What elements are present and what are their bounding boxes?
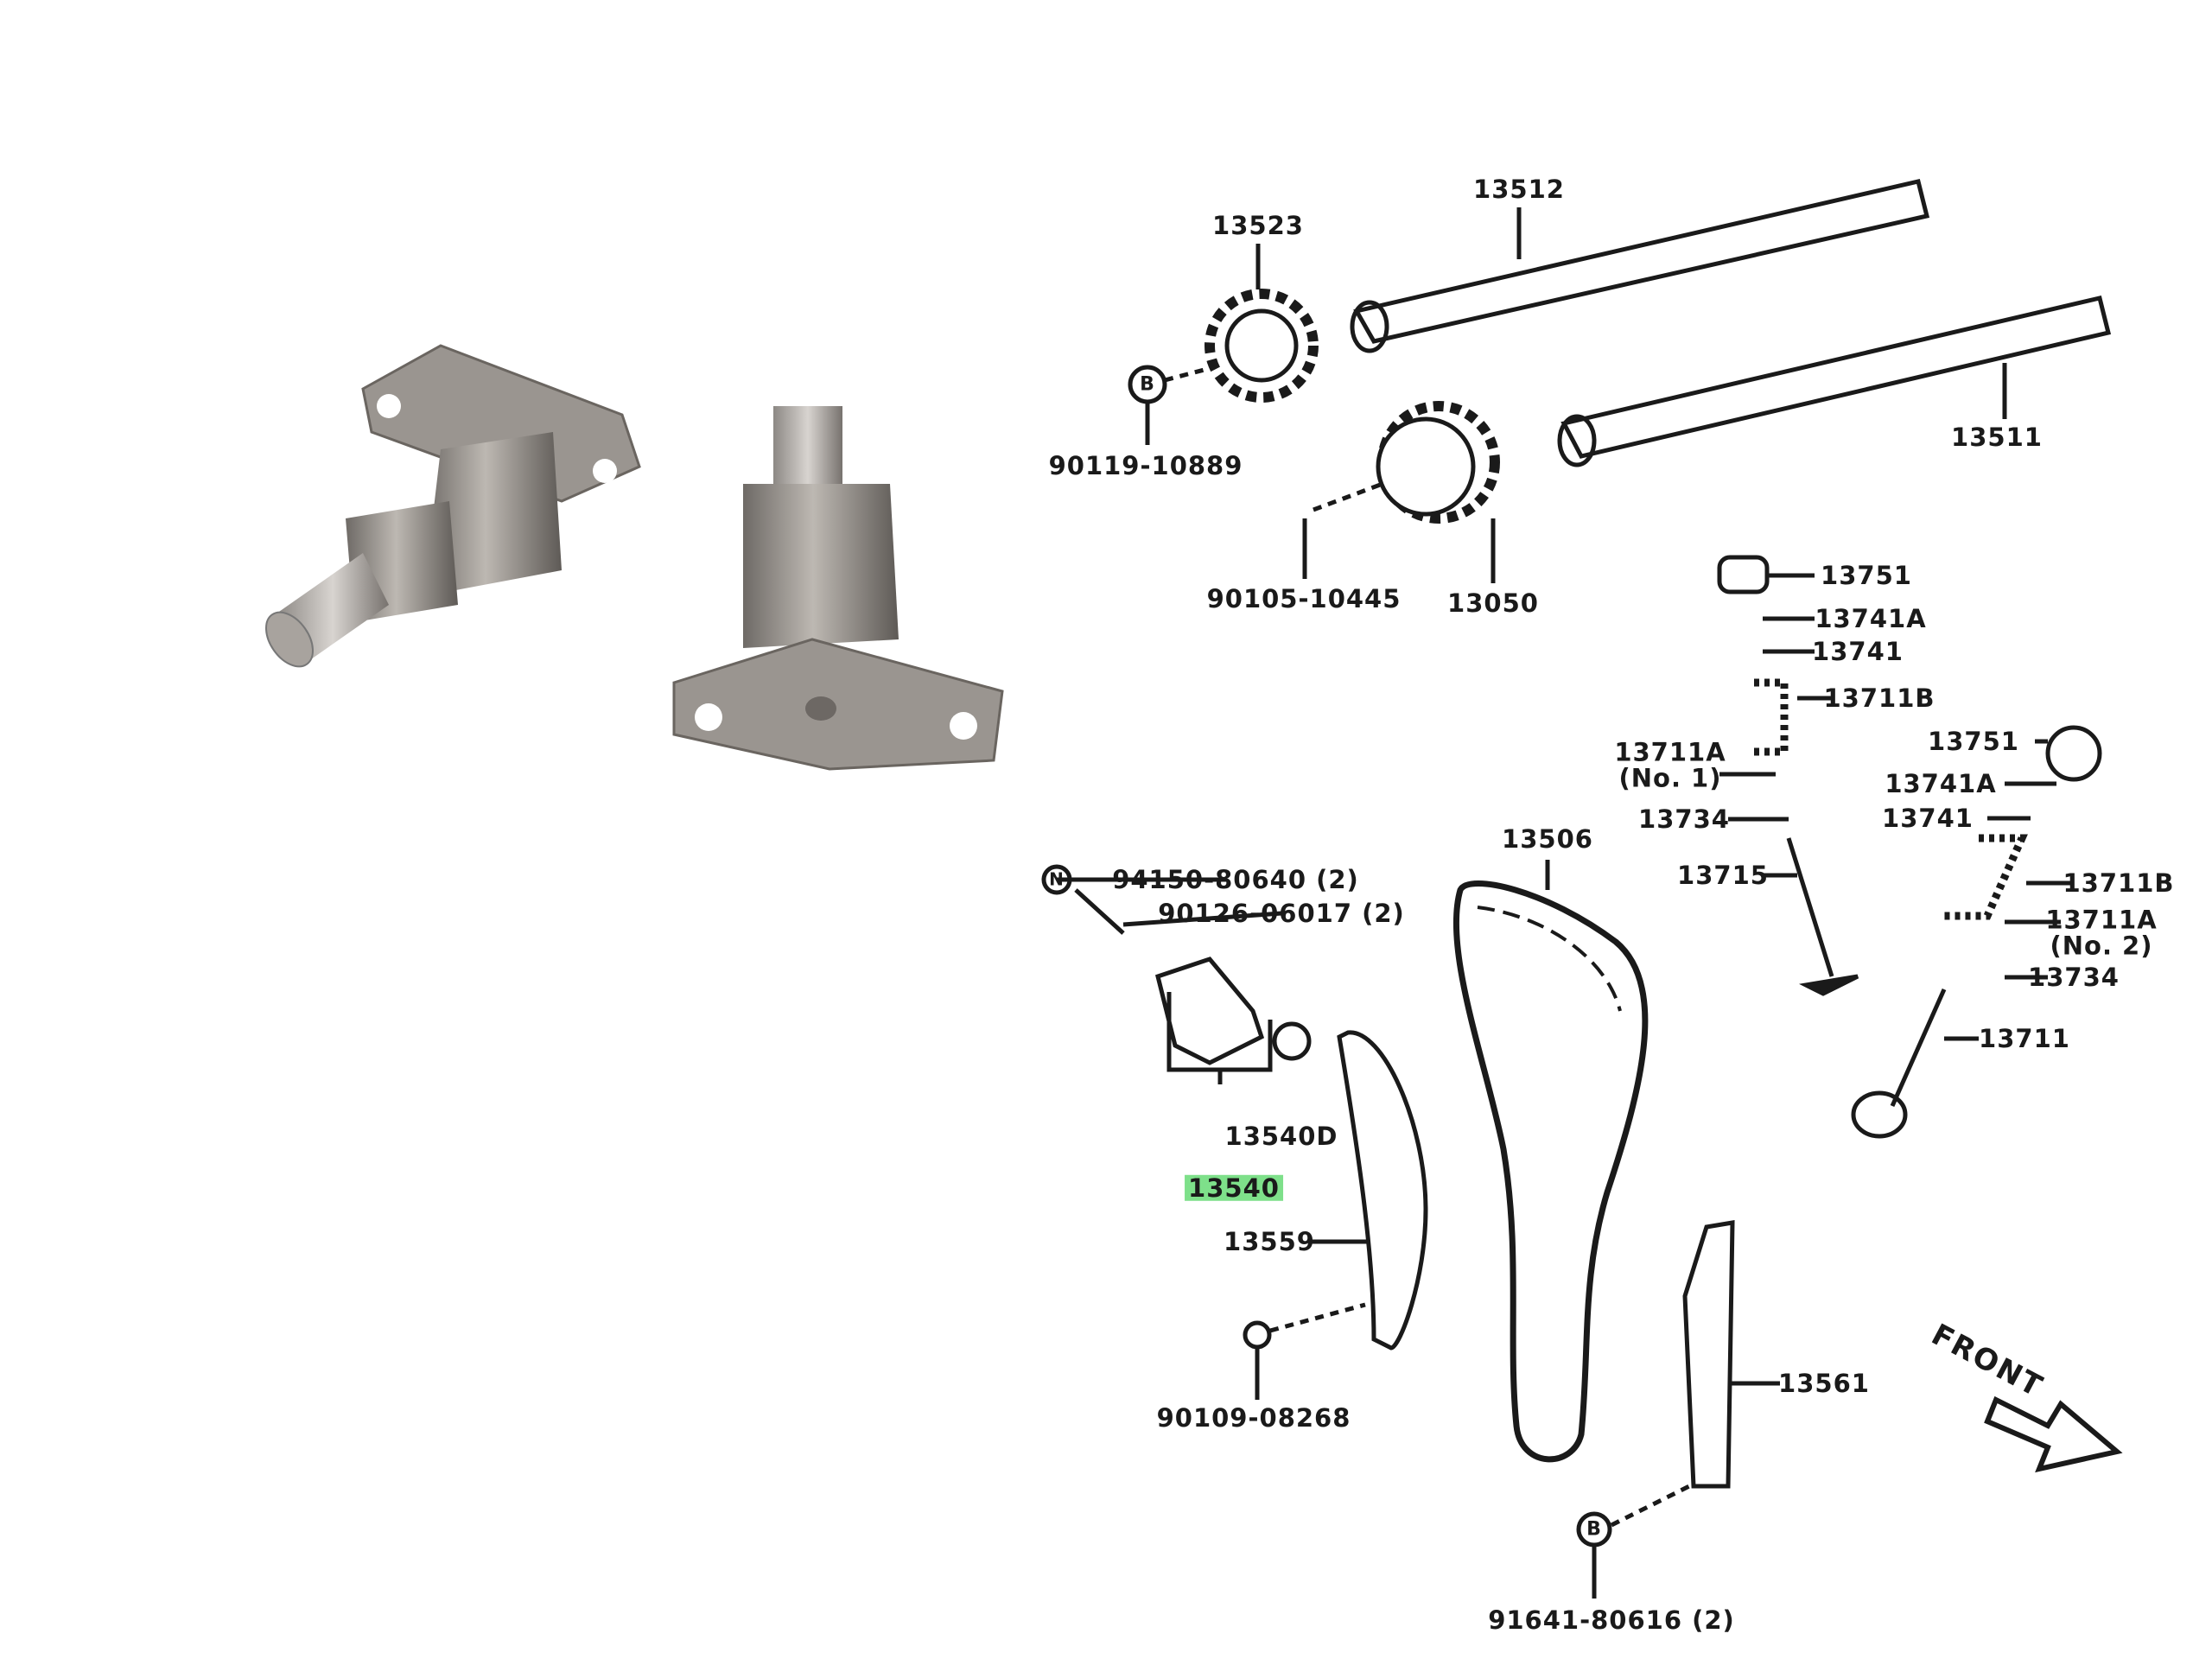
part-label-90126-06017[interactable]: 90126-06017 (2) xyxy=(1158,898,1405,928)
timing-chain-drawing xyxy=(1452,860,1649,1463)
part-label-90105-10445[interactable]: 90105-10445 xyxy=(1206,583,1402,613)
part-label-13751-left[interactable]: 13751 xyxy=(1821,560,1912,590)
damper-drawing xyxy=(1576,1220,1780,1599)
part-label-13523[interactable]: 13523 xyxy=(1212,210,1304,240)
part-label-13561[interactable]: 13561 xyxy=(1778,1368,1870,1398)
valve-train-left-drawing xyxy=(1717,555,1859,996)
part-label-13741a-left[interactable]: 13741A xyxy=(1815,603,1927,633)
part-label-13734-right[interactable]: 13734 xyxy=(2028,962,2120,992)
part-label-13711b-right[interactable]: 13711B xyxy=(2063,868,2175,898)
front-arrow-icon xyxy=(1984,1395,2123,1473)
part-number: 13711A xyxy=(2045,905,2158,935)
part-label-13540-highlighted[interactable]: 13540 xyxy=(1185,1174,1283,1201)
part-label-13741-left[interactable]: 13741 xyxy=(1812,636,1904,666)
part-label-13711[interactable]: 13711 xyxy=(1979,1023,2070,1053)
camshaft-no1-drawing xyxy=(1557,296,2112,467)
part-label-13559[interactable]: 13559 xyxy=(1224,1226,1315,1256)
part-label-13711b-left[interactable]: 13711B xyxy=(1823,683,1936,713)
part-label-90119-10889[interactable]: 90119-10889 xyxy=(1048,450,1243,480)
tensioner-photo-right xyxy=(672,406,1004,771)
marker-b-top xyxy=(1128,365,1215,445)
part-label-13741a-right[interactable]: 13741A xyxy=(1885,768,1997,798)
part-label-94150-80640[interactable]: 94150-80640 (2) xyxy=(1112,864,1359,894)
marker-b: B xyxy=(1140,373,1155,396)
part-number: 13711A xyxy=(1614,737,1726,767)
tensioner-photos xyxy=(265,344,1004,771)
part-label-13512[interactable]: 13512 xyxy=(1473,174,1565,204)
marker-n: N xyxy=(1049,868,1065,890)
part-label-13751-right[interactable]: 13751 xyxy=(1928,726,2019,756)
part-label-91641-80616[interactable]: 91641-80616 (2) xyxy=(1488,1605,1735,1635)
part-label-13506[interactable]: 13506 xyxy=(1502,823,1593,854)
camshaft-no2-drawing xyxy=(1350,179,1930,353)
part-note: (No. 2) xyxy=(2050,931,2153,961)
part-label-13711a-no2[interactable]: 13711A(No. 2) xyxy=(2045,905,2158,961)
part-label-13540d[interactable]: 13540D xyxy=(1224,1121,1338,1151)
camshaft-sprocket-drawing xyxy=(1205,244,1319,403)
tensioner-photo-left xyxy=(265,344,641,668)
part-label-13715[interactable]: 13715 xyxy=(1677,860,1769,890)
marker-b-bottom: B xyxy=(1586,1518,1602,1541)
slipper-drawing xyxy=(1243,1030,1428,1400)
part-label-13050[interactable]: 13050 xyxy=(1447,588,1539,618)
part-note: (No. 1) xyxy=(1618,764,1722,793)
parts-diagram-panel xyxy=(1028,130,2212,1659)
valve-train-right-drawing xyxy=(1851,725,2102,1139)
tensioner-drawing xyxy=(1041,864,1312,1084)
part-label-13511[interactable]: 13511 xyxy=(1951,422,2043,452)
vvt-gear-drawing xyxy=(1302,401,1500,583)
part-label-90109-08268[interactable]: 90109-08268 xyxy=(1156,1402,1351,1433)
part-label-13734-left[interactable]: 13734 xyxy=(1638,804,1730,834)
part-label-13741-right[interactable]: 13741 xyxy=(1882,803,1974,833)
part-label-13711a-no1[interactable]: 13711A(No. 1) xyxy=(1614,737,1726,793)
